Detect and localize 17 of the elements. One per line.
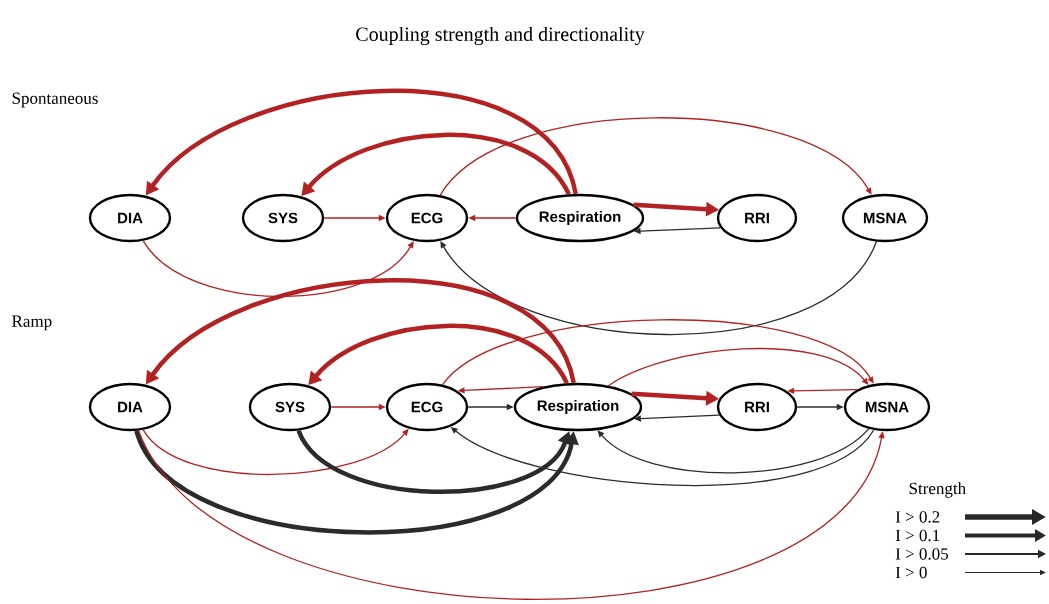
section-label: Ramp xyxy=(12,315,52,331)
section-label: Spontaneous xyxy=(12,92,98,108)
title: Coupling strength and directionality xyxy=(356,26,645,46)
arrow xyxy=(296,429,572,494)
arrow xyxy=(634,414,720,422)
arrow xyxy=(137,430,885,600)
arrow xyxy=(442,319,874,386)
legend-label: I > 0.05 xyxy=(895,548,949,560)
arrow xyxy=(440,241,877,336)
arrow xyxy=(142,240,414,298)
legend-label: I > 0.2 xyxy=(895,511,940,523)
section-label: Strength xyxy=(909,482,966,498)
arrow xyxy=(597,428,870,474)
legend-label: I > 0.1 xyxy=(895,529,940,542)
arrow xyxy=(439,117,872,196)
arrow xyxy=(607,348,869,387)
legend-label: I > 0 xyxy=(895,566,927,579)
